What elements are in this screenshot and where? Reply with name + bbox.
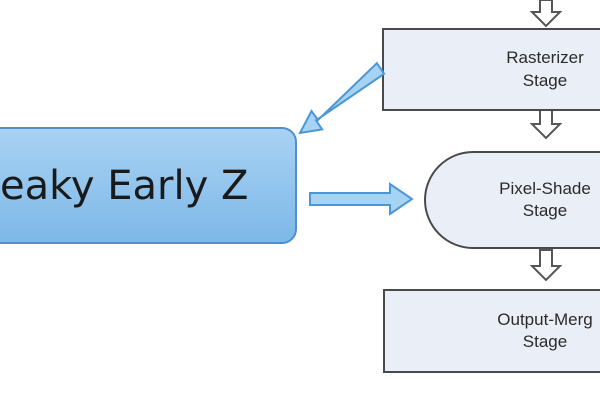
blue-arrow-callout-to-pixel-shader	[309, 182, 414, 216]
pixel-shader-stage-box	[424, 151, 600, 249]
rasterizer-stage-label: Rasterizer Stage	[506, 48, 584, 90]
pipe-arrow-top	[529, 0, 563, 28]
output-merger-stage-box	[383, 289, 600, 373]
callout-text: eaky Early Z	[0, 162, 249, 209]
pixel-shader-stage-label: Pixel-Shade Stage	[499, 178, 591, 220]
pipe-arrow-rasterizer-to-pixel	[529, 109, 563, 140]
output-merger-stage-label: Output-Merg Stage	[497, 309, 593, 351]
rasterizer-stage-box	[382, 28, 600, 111]
blue-arrow-rasterizer-to-callout	[298, 61, 386, 135]
pipe-arrow-pixel-to-output	[529, 249, 563, 282]
callout-box	[0, 127, 297, 244]
